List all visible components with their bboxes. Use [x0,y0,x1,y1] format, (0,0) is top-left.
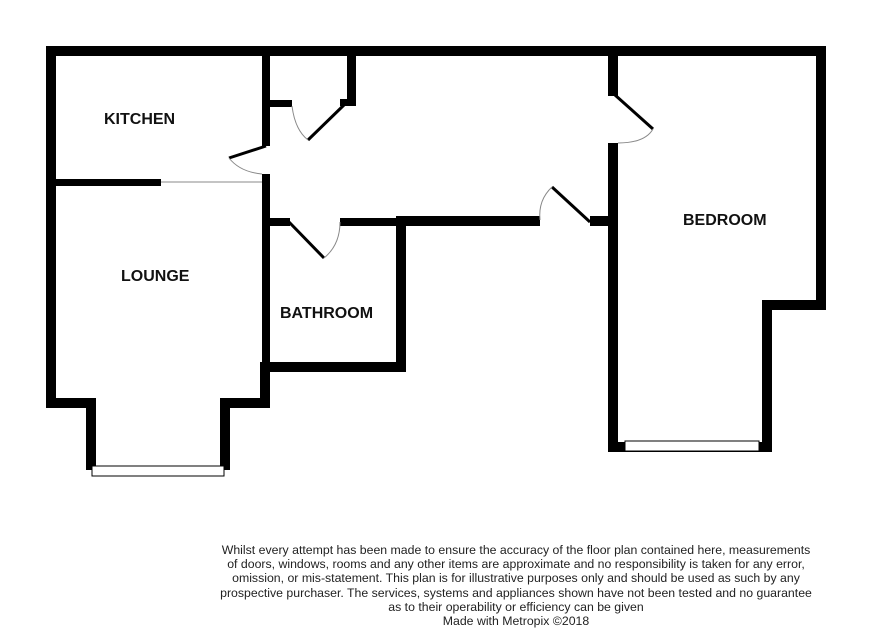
doors [228,93,655,260]
disclaimer-line: Whilst every attempt has been made to en… [221,543,811,557]
credit: Made with Metropix ©2018 [442,614,590,629]
bedroom-door [613,93,655,131]
disclaimer-line: as to their operability or efficiency ca… [388,599,644,614]
room-label-bedroom: BEDROOM [683,212,767,229]
walls [46,46,826,470]
room-label-bathroom: BATHROOM [280,305,373,322]
bedroom-window [624,440,760,452]
cupboard-door [306,102,347,142]
disclaimer-line: of doors, windows, rooms and any other i… [227,557,805,572]
disclaimer: Whilst every attempt has been made to en… [196,543,836,628]
kitchen-door [228,144,267,160]
corridor-door [550,185,592,224]
disclaimer-line: prospective purchaser. The services, sys… [220,585,812,600]
room-label-lounge: LOUNGE [121,268,190,285]
windows [91,440,760,477]
lounge-window [91,465,225,477]
disclaimer-line: omission, or mis-statement. This plan is… [232,571,800,586]
room-label-kitchen: KITCHEN [104,111,175,128]
bathroom-door [287,220,326,260]
